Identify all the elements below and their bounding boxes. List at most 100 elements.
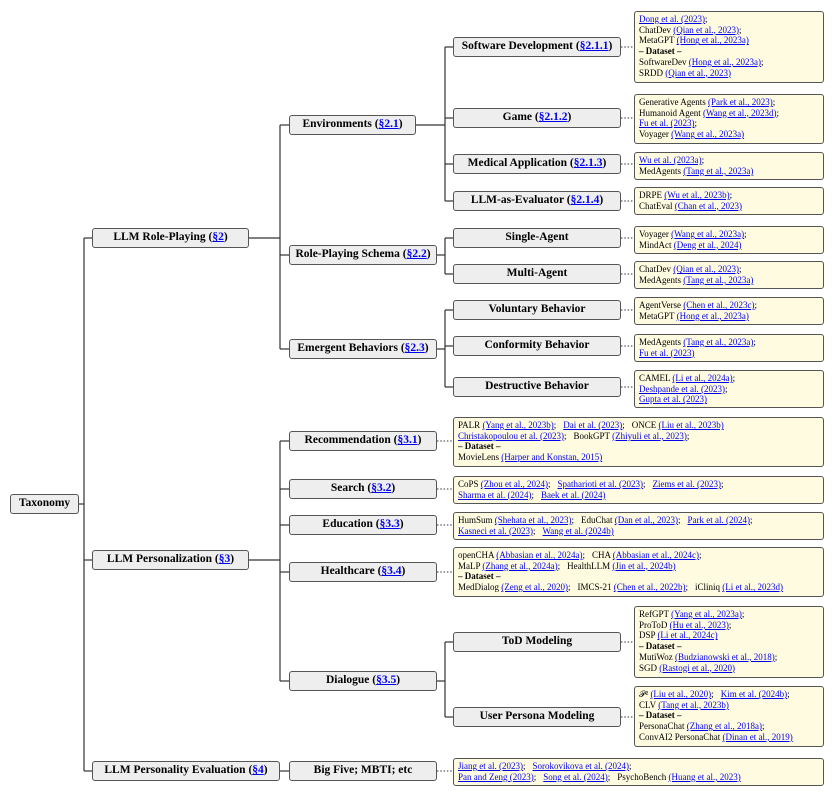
reference-text: CLV — [639, 699, 659, 710]
section-link[interactable]: §2.1.2 — [538, 111, 568, 124]
citation-link[interactable]: (Wu et al., 2023b) — [664, 190, 730, 200]
citation-link[interactable]: (Liu et al., 2020) — [650, 689, 712, 699]
citation-link[interactable]: Deshpande et al. (2023) — [639, 383, 725, 394]
reference-text: DRPE — [639, 190, 665, 200]
citation-link[interactable]: Sharma et al. (2024) — [458, 489, 532, 500]
citation-link[interactable]: Fu et al. (2023) — [639, 118, 695, 129]
citation-link[interactable]: (Wang et al., 2023a) — [671, 129, 745, 140]
node-tod: ToD Modeling — [453, 632, 621, 652]
citation-link[interactable]: (Zhiyuli et al., 2023) — [612, 430, 687, 441]
citation-link[interactable]: (Zhou et al., 2024) — [480, 479, 548, 489]
node-env: Environments (§2.1) — [289, 115, 416, 135]
node-search: Search (§3.2) — [289, 479, 437, 499]
citation-link[interactable]: (Tang et al., 2023a) — [683, 274, 754, 285]
citation-link[interactable]: (Yang et al., 2023b) — [482, 420, 554, 430]
citation-link[interactable]: Wang et al. (2024b) — [542, 525, 614, 536]
citation-link[interactable]: (Chen et al., 2023c) — [683, 300, 755, 310]
section-link[interactable]: §3.4 — [381, 565, 402, 578]
citation-link[interactable]: (Deng et al., 2024) — [673, 239, 742, 250]
section-link[interactable]: §2.2 — [406, 248, 427, 261]
reference-text: MetaGPT — [639, 35, 677, 46]
citation-link[interactable]: Gupta et al. (2023) — [639, 394, 707, 405]
citation-link[interactable]: Wu et al. (2023a) — [639, 155, 702, 165]
section-link[interactable]: §4 — [252, 764, 264, 777]
citation-link[interactable]: (Li et al., 2023d) — [722, 582, 784, 593]
citation-link[interactable]: Jiang et al. (2023) — [458, 761, 523, 771]
citation-link[interactable]: (Park et al., 2023) — [707, 97, 773, 107]
node-label-tail: ) — [599, 194, 604, 207]
section-link[interactable]: §2 — [212, 231, 224, 244]
citation-link[interactable]: (Hu et al., 2023) — [669, 619, 729, 630]
reference-text: MedAgents — [639, 165, 684, 176]
section-link[interactable]: §3.1 — [397, 434, 418, 447]
citation-link[interactable]: (Budzianowski et al., 2018) — [675, 651, 775, 662]
section-link[interactable]: §3.2 — [371, 482, 392, 495]
reference-text: MutiWoz — [639, 651, 676, 662]
section-link[interactable]: §2.1.4 — [570, 194, 600, 207]
citation-link[interactable]: (Tang et al., 2023b) — [658, 699, 729, 710]
section-link[interactable]: §2.3 — [404, 342, 425, 355]
citation-link[interactable]: Kim et al. (2024b) — [720, 689, 788, 699]
reference-line: MindAct (Deng et al., 2024) — [639, 240, 819, 251]
citation-link[interactable]: (Qian et al., 2023) — [665, 67, 731, 78]
citation-link[interactable]: (Qian et al., 2023) — [673, 24, 739, 35]
citation-link[interactable]: Fu et al. (2023) — [639, 347, 695, 358]
section-link[interactable]: §2.1.3 — [573, 157, 603, 170]
citation-link[interactable]: Sorokovikova et al. (2024) — [532, 761, 629, 771]
reference-text: 𝒫² — [639, 689, 651, 699]
citation-link[interactable]: (Wang et al., 2023a) — [671, 229, 745, 239]
citation-link[interactable]: (Hong et al., 2023a) — [676, 35, 749, 46]
dataset-heading: – Dataset – — [639, 641, 682, 652]
citation-link[interactable]: Baek et al. (2024) — [541, 489, 606, 500]
citation-link[interactable]: (Wang et al., 2023d) — [703, 107, 777, 118]
citation-link[interactable]: (Hong et al., 2023a) — [688, 56, 761, 67]
citation-link[interactable]: (Hong et al., 2023a) — [676, 310, 749, 321]
citation-link[interactable]: (Chen et al., 2022b) — [613, 582, 686, 593]
citation-link[interactable]: (Chan et al., 2023) — [674, 200, 742, 211]
citation-link[interactable]: (Liu et al., 2023b) — [658, 420, 724, 430]
reference-text: ; — [571, 515, 575, 525]
reference-text: ; — [732, 373, 736, 383]
citation-link[interactable]: Kasneci et al. (2023) — [458, 525, 533, 536]
citation-link[interactable]: Pan and Zeng (2023) — [458, 771, 534, 782]
citation-link[interactable]: (Zhang et al., 2024a) — [482, 560, 558, 571]
citation-link[interactable]: (Zhang et al., 2018a) — [686, 721, 762, 732]
node-rp: LLM Role-Playing (§2) — [92, 228, 249, 248]
node-game: Game (§2.1.2) — [453, 108, 621, 128]
citation-link[interactable]: (Rastogi et al., 2020) — [659, 662, 736, 673]
citation-link[interactable]: (Tang et al., 2023a) — [683, 337, 754, 347]
citation-link[interactable]: Ziems et al. (2023) — [652, 479, 721, 489]
citation-link[interactable]: (Jin et al., 2024b) — [612, 560, 676, 571]
section-link[interactable]: §2.1.1 — [579, 40, 609, 53]
section-link[interactable]: §3 — [218, 553, 231, 566]
citation-link[interactable]: (Shehata et al., 2023) — [494, 515, 572, 525]
citation-link[interactable]: Spatharioti et al. (2023) — [557, 479, 643, 489]
citation-link[interactable]: Dai et al. (2023) — [563, 420, 623, 430]
citation-link[interactable]: Song et al. (2024) — [543, 771, 608, 782]
citation-link[interactable]: Park et al. (2024) — [687, 515, 750, 525]
reference-text: EduChat — [581, 515, 615, 525]
citation-link[interactable]: (Yang et al., 2023a) — [671, 609, 742, 619]
node-rps: Role-Playing Schema (§2.2) — [289, 245, 437, 265]
citation-link[interactable]: (Dinan et al., 2019) — [722, 731, 793, 742]
reference-text: ; — [753, 337, 756, 347]
citation-link[interactable]: (Abbasian et al., 2024a) — [496, 550, 583, 560]
section-link[interactable]: §2.1 — [378, 118, 399, 131]
reference-text: ; — [724, 383, 728, 394]
citation-link[interactable]: (Abbasian et al., 2024c) — [612, 550, 699, 560]
citation-link[interactable]: (Zeng et al., 2020) — [501, 582, 568, 593]
citation-link[interactable]: (Li et al., 2024a) — [672, 373, 733, 383]
citation-link[interactable]: (Tang et al., 2023a) — [683, 165, 754, 176]
citation-link[interactable]: (Harper and Konstan, 2015) — [501, 452, 603, 463]
citation-link[interactable]: Dong et al. (2023) — [639, 14, 705, 24]
citation-link[interactable]: Christakopoulou et al. (2023) — [458, 430, 564, 441]
section-link[interactable]: §3.3 — [379, 518, 400, 531]
citation-link[interactable]: (Huang et al., 2023) — [668, 771, 741, 782]
section-link[interactable]: §3.5 — [376, 674, 397, 687]
citation-link[interactable]: (Dan et al., 2023) — [614, 515, 678, 525]
reference-line: Gupta et al. (2023) — [639, 394, 819, 405]
citation-link[interactable]: (Qian et al., 2023) — [673, 264, 739, 274]
reference-text: ; — [532, 525, 536, 536]
citation-link[interactable]: (Li et al., 2024c) — [657, 630, 718, 641]
references-sa: Voyager (Wang et al., 2023a);MindAct (De… — [634, 226, 824, 254]
